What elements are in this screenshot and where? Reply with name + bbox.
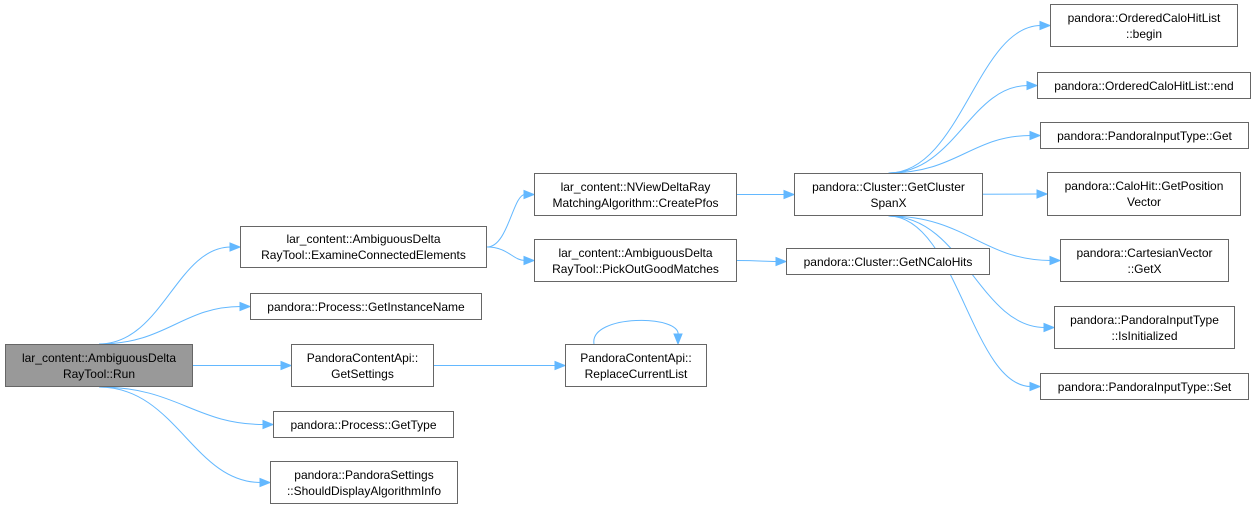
edge-arrowhead [783,189,796,200]
call-edge [486,194,526,248]
node-create-pfos[interactable]: lar_content::NViewDeltaRay MatchingAlgor… [534,173,737,216]
node-label-line: pandora::PandoraInputType [1070,312,1219,327]
edge-arrowhead [229,242,242,252]
edge-arrowhead [259,477,272,488]
node-ordered-calo-hit-list-begin[interactable]: pandora::OrderedCaloHitList ::begin [1050,4,1238,47]
call-edge [888,215,1052,261]
node-pandora-input-type-set[interactable]: pandora::PandoraInputType::Set [1040,373,1249,400]
call-edge [888,215,1032,387]
node-ambiguous-delta-ray-tool-run: lar_content::AmbiguousDelta RayTool::Run [5,344,193,387]
node-label-line: ::GetX [1127,261,1162,276]
node-label-line: lar_content::AmbiguousDelta [21,350,177,365]
node-label-line: pandora::Cluster::GetNCaloHits [803,254,973,269]
call-edge [98,306,242,345]
node-label-line: pandora::OrderedCaloHitList::end [1054,78,1234,93]
node-label-line: RayTool::PickOutGoodMatches [552,261,719,276]
node-label-line: Vector [1126,195,1162,209]
edge-arrowhead [1036,189,1049,199]
node-label-line: pandora::PandoraInputType::Set [1057,379,1232,394]
node-label-line: lar_content::AmbiguousDelta [558,245,713,260]
node-label-line: ::IsInitialized [1111,328,1178,343]
node-get-settings[interactable]: PandoraContentApi:: GetSettings [291,344,434,387]
edge-arrowhead [239,301,252,312]
call-edge [98,386,262,483]
node-get-instance-name[interactable]: pandora::Process::GetInstanceName [250,293,482,320]
node-label-line: ReplaceCurrentList [584,366,688,381]
edge-arrowhead [1026,80,1039,91]
edge-arrowhead [262,419,275,430]
node-label-line: pandora::OrderedCaloHitList [1067,10,1221,25]
node-label-line: MatchingAlgorithm::CreatePfos [552,195,719,210]
call-edge [736,260,778,262]
node-get-n-calo-hits[interactable]: pandora::Cluster::GetNCaloHits [786,248,990,275]
edge-arrowhead [554,360,567,371]
node-replace-current-list[interactable]: PandoraContentApi:: ReplaceCurrentList [565,344,707,387]
call-edge [486,246,526,261]
edge-arrowhead [1043,322,1056,333]
node-should-display-algorithm-info[interactable]: pandora::PandoraSettings ::ShouldDisplay… [270,461,458,504]
node-label-line: lar_content::NViewDeltaRay [560,179,711,194]
node-label-line: ::ShouldDisplayAlgorithmInfo [286,483,442,498]
node-label-line: ::begin [1125,26,1163,41]
node-pandora-input-type-is-initialized[interactable]: pandora::PandoraInputType ::IsInitialize… [1054,306,1235,349]
node-label-line: lar_content::AmbiguousDelta [286,232,441,246]
edge-arrowhead [673,333,683,346]
node-label-line: PandoraContentApi:: [306,350,419,365]
call-edge-self [593,319,679,345]
node-label-line: pandora::Process::GetType [290,417,437,432]
edge-arrowhead [523,189,536,200]
edge-arrowhead [1029,130,1042,141]
node-pandora-input-type-get[interactable]: pandora::PandoraInputType::Get [1040,122,1249,149]
node-label-line: SpanX [870,195,907,210]
edge-arrowhead [523,255,536,266]
node-cartesian-vector-get-x[interactable]: pandora::CartesianVector ::GetX [1060,239,1229,282]
node-label-line: pandora::CartesianVector [1076,245,1213,260]
edge-arrowhead [280,360,293,371]
node-examine-connected-elements[interactable]: lar_content::AmbiguousDelta RayTool::Exa… [240,226,487,268]
edge-arrowhead [1049,255,1062,266]
node-label-line: pandora::Cluster::GetCluster [812,179,965,194]
call-edge [888,85,1029,174]
node-calo-hit-get-position-vector[interactable]: pandora::CaloHit::GetPosition Vector [1047,172,1241,216]
node-label-line: PandoraContentApi:: [580,350,692,365]
call-edge [888,25,1042,174]
node-label-line: pandora::PandoraSettings [294,467,434,482]
node-pick-out-good-matches[interactable]: lar_content::AmbiguousDelta RayTool::Pic… [534,239,737,282]
call-edge [888,135,1032,174]
node-get-type[interactable]: pandora::Process::GetType [273,411,454,438]
node-label-line: RayTool::Run [62,366,136,381]
node-label-line: pandora::PandoraInputType::Get [1057,128,1232,143]
edge-arrowhead [1039,20,1052,31]
call-edge [98,386,265,425]
call-edge [98,246,232,345]
node-get-cluster-span-x[interactable]: pandora::Cluster::GetCluster SpanX [794,173,983,216]
node-ordered-calo-hit-list-end[interactable]: pandora::OrderedCaloHitList::end [1037,72,1251,99]
node-label-line: RayTool::ExamineConnectedElements [261,248,466,262]
node-label-line: pandora::CaloHit::GetPosition [1064,179,1224,193]
edge-arrowhead [775,256,788,267]
edge-arrowhead [1029,381,1042,392]
node-label-line: GetSettings [331,366,394,381]
node-label-line: pandora::Process::GetInstanceName [267,299,465,314]
